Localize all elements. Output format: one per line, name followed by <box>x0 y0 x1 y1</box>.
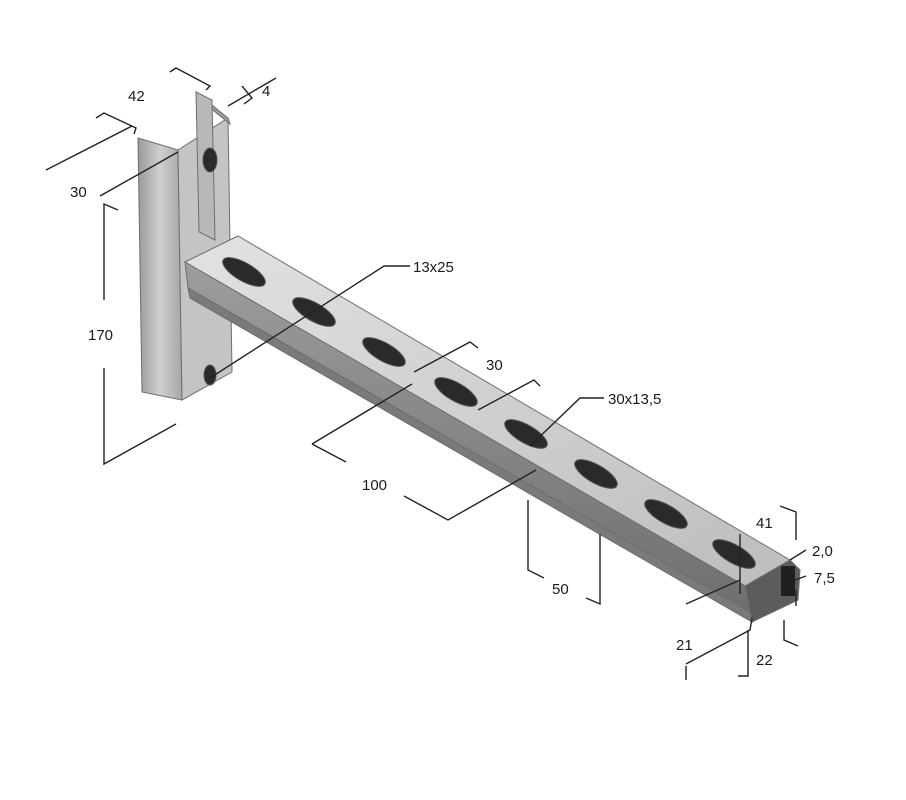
dimension-lines <box>45 67 807 680</box>
post-front-face <box>137 137 183 401</box>
slot-3 <box>362 337 406 367</box>
dim-30-top: 30 <box>70 184 87 201</box>
slot-6 <box>574 459 618 489</box>
post-top-hole <box>202 147 218 173</box>
slot-5 <box>504 419 548 449</box>
arm-side-face <box>184 261 751 613</box>
bracket-arm <box>183 235 801 623</box>
dim-41: 41 <box>756 515 773 532</box>
dim-7-5: 7,5 <box>814 570 835 587</box>
arm-top-face <box>183 235 791 587</box>
slot-8 <box>712 539 756 569</box>
dim-30x13-5: 30x13,5 <box>608 391 661 408</box>
arm-end-channel <box>781 566 795 596</box>
dim-22: 22 <box>756 652 773 669</box>
dim-13x25: 13x25 <box>413 259 454 276</box>
post-bottom-hole <box>203 364 217 386</box>
dimension-labels: 42 4 30 170 13x25 30 30x13,5 100 50 41 2… <box>70 83 835 669</box>
dim-30-mid: 30 <box>486 357 503 374</box>
dim-42: 42 <box>128 88 145 105</box>
slot-2 <box>292 297 336 327</box>
wall-post <box>137 90 233 401</box>
dim-100: 100 <box>362 477 387 494</box>
slot-7 <box>644 499 688 529</box>
dim-50: 50 <box>552 581 569 598</box>
slot-1 <box>222 257 266 287</box>
dim-2-0: 2,0 <box>812 543 833 560</box>
dim-170: 170 <box>88 327 113 344</box>
arm-slots <box>222 257 756 569</box>
dim-4: 4 <box>262 83 270 100</box>
dim-21: 21 <box>676 637 693 654</box>
slot-4 <box>434 377 478 407</box>
